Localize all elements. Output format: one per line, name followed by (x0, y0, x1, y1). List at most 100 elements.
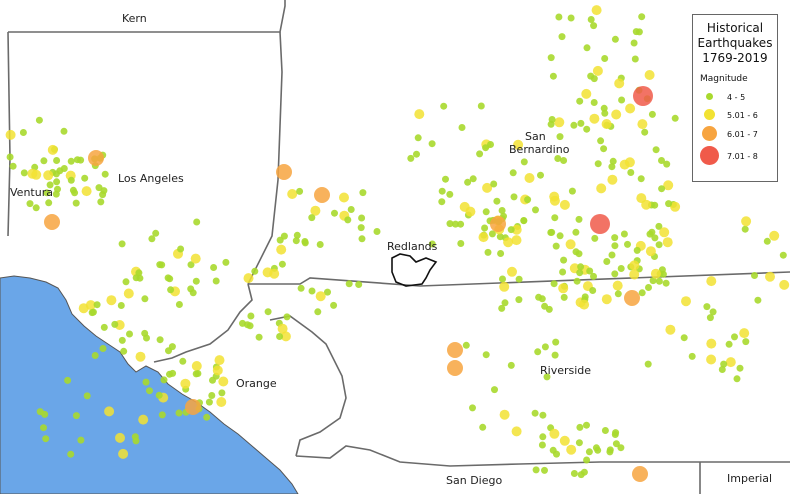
earthquake-point (310, 205, 321, 216)
earthquake-point (706, 314, 714, 322)
earthquake-point (81, 174, 89, 182)
earthquake-point (572, 248, 580, 256)
earthquake-point (283, 313, 291, 321)
earthquake-point (330, 301, 338, 309)
earthquake-point (509, 169, 517, 177)
earthquake-point (611, 270, 619, 278)
earthquake-point (185, 399, 201, 415)
earthquake-point (212, 277, 220, 285)
earthquake-point (148, 235, 156, 243)
earthquake-point (751, 272, 758, 279)
earthquake-point (99, 191, 107, 199)
earthquake-point (597, 137, 605, 145)
earthquake-point (280, 331, 291, 342)
earthquake-point (601, 427, 609, 434)
earthquake-point (507, 226, 515, 234)
earthquake-point (479, 423, 487, 431)
earthquake-point (539, 433, 547, 441)
earthquake-point (497, 250, 505, 257)
earthquake-point (532, 466, 540, 474)
earthquake-point (457, 220, 465, 228)
earthquake-point (193, 218, 201, 226)
earthquake-point (573, 277, 581, 285)
earthquake-point (507, 361, 515, 369)
earthquake-point (287, 189, 298, 199)
earthquake-point (625, 103, 636, 114)
earthquake-point (655, 277, 663, 285)
earthquake-point (111, 320, 119, 328)
earthquake-point (32, 204, 40, 212)
earthquake-point (552, 242, 560, 250)
earthquake-point (725, 340, 733, 348)
legend-row-mag-7-8: 7.01 - 8 (693, 145, 777, 167)
earthquake-point (572, 228, 580, 236)
earthquake-point (624, 290, 640, 306)
earthquake-point (36, 408, 44, 416)
earthquake-point (97, 198, 105, 206)
earthquake-point (655, 241, 663, 249)
earthquake-point (440, 102, 448, 110)
earthquake-point (115, 432, 125, 443)
earthquake-point (576, 269, 584, 277)
earthquake-point (594, 446, 602, 454)
earthquake-point (490, 216, 506, 232)
kern-county-label: Kern (122, 12, 147, 25)
earthquake-point (276, 333, 284, 340)
earthquake-point (554, 155, 562, 162)
earthquake-point (5, 129, 16, 140)
earthquake-point (324, 288, 331, 296)
earthquake-point (608, 251, 616, 259)
earthquake-point (67, 157, 75, 165)
earthquake-point (551, 351, 559, 359)
earthquake-point (576, 97, 584, 105)
earthquake-point (650, 268, 661, 279)
earthquake-point (9, 162, 17, 170)
earthquake-point (539, 411, 547, 419)
earthquake-point (60, 127, 68, 135)
earthquake-point (554, 117, 565, 128)
earthquake-point (484, 248, 492, 256)
earthquake-point (633, 86, 653, 106)
earthquake-point (67, 176, 75, 184)
earthquake-point (6, 153, 14, 161)
earthquake-point (203, 413, 211, 421)
earthquake-point (556, 232, 564, 240)
earthquake-point (520, 217, 528, 225)
earthquake-point (547, 54, 555, 62)
earthquake-point (736, 364, 744, 372)
earthquake-point (175, 409, 183, 417)
earthquake-point (464, 178, 472, 186)
earthquake-point (189, 289, 197, 297)
earthquake-point (243, 273, 254, 284)
earthquake-point (118, 336, 126, 344)
earthquake-point (47, 144, 58, 155)
earthquake-point (706, 354, 717, 365)
earthquake-point (19, 129, 27, 136)
earthquake-point (513, 139, 524, 150)
earthquake-point (476, 150, 484, 158)
earthquake-point (606, 448, 614, 456)
earthquake-point (118, 448, 129, 459)
earthquake-point (601, 119, 612, 129)
earthquake-point (177, 245, 185, 253)
earthquake-point (596, 183, 607, 194)
earthquake-point (583, 44, 591, 52)
earthquake-point (567, 14, 575, 22)
earthquake-point (586, 267, 594, 275)
earthquake-point (681, 296, 691, 307)
earthquake-point (511, 426, 522, 437)
earthquake-point (541, 343, 549, 351)
map-legend: Historical Earthquakes 1769-2019 Magnitu… (692, 14, 778, 182)
earthquake-point (95, 184, 103, 192)
earthquake-point (210, 264, 218, 271)
riverside-county-label: Riverside (540, 364, 592, 377)
earthquake-point (515, 296, 523, 304)
earthquake-point (558, 283, 569, 294)
earthquake-point (575, 215, 583, 223)
earthquake-point (638, 289, 646, 297)
earthquake-point (141, 295, 149, 303)
earthquake-point (547, 120, 555, 128)
earthquake-point (592, 65, 603, 76)
